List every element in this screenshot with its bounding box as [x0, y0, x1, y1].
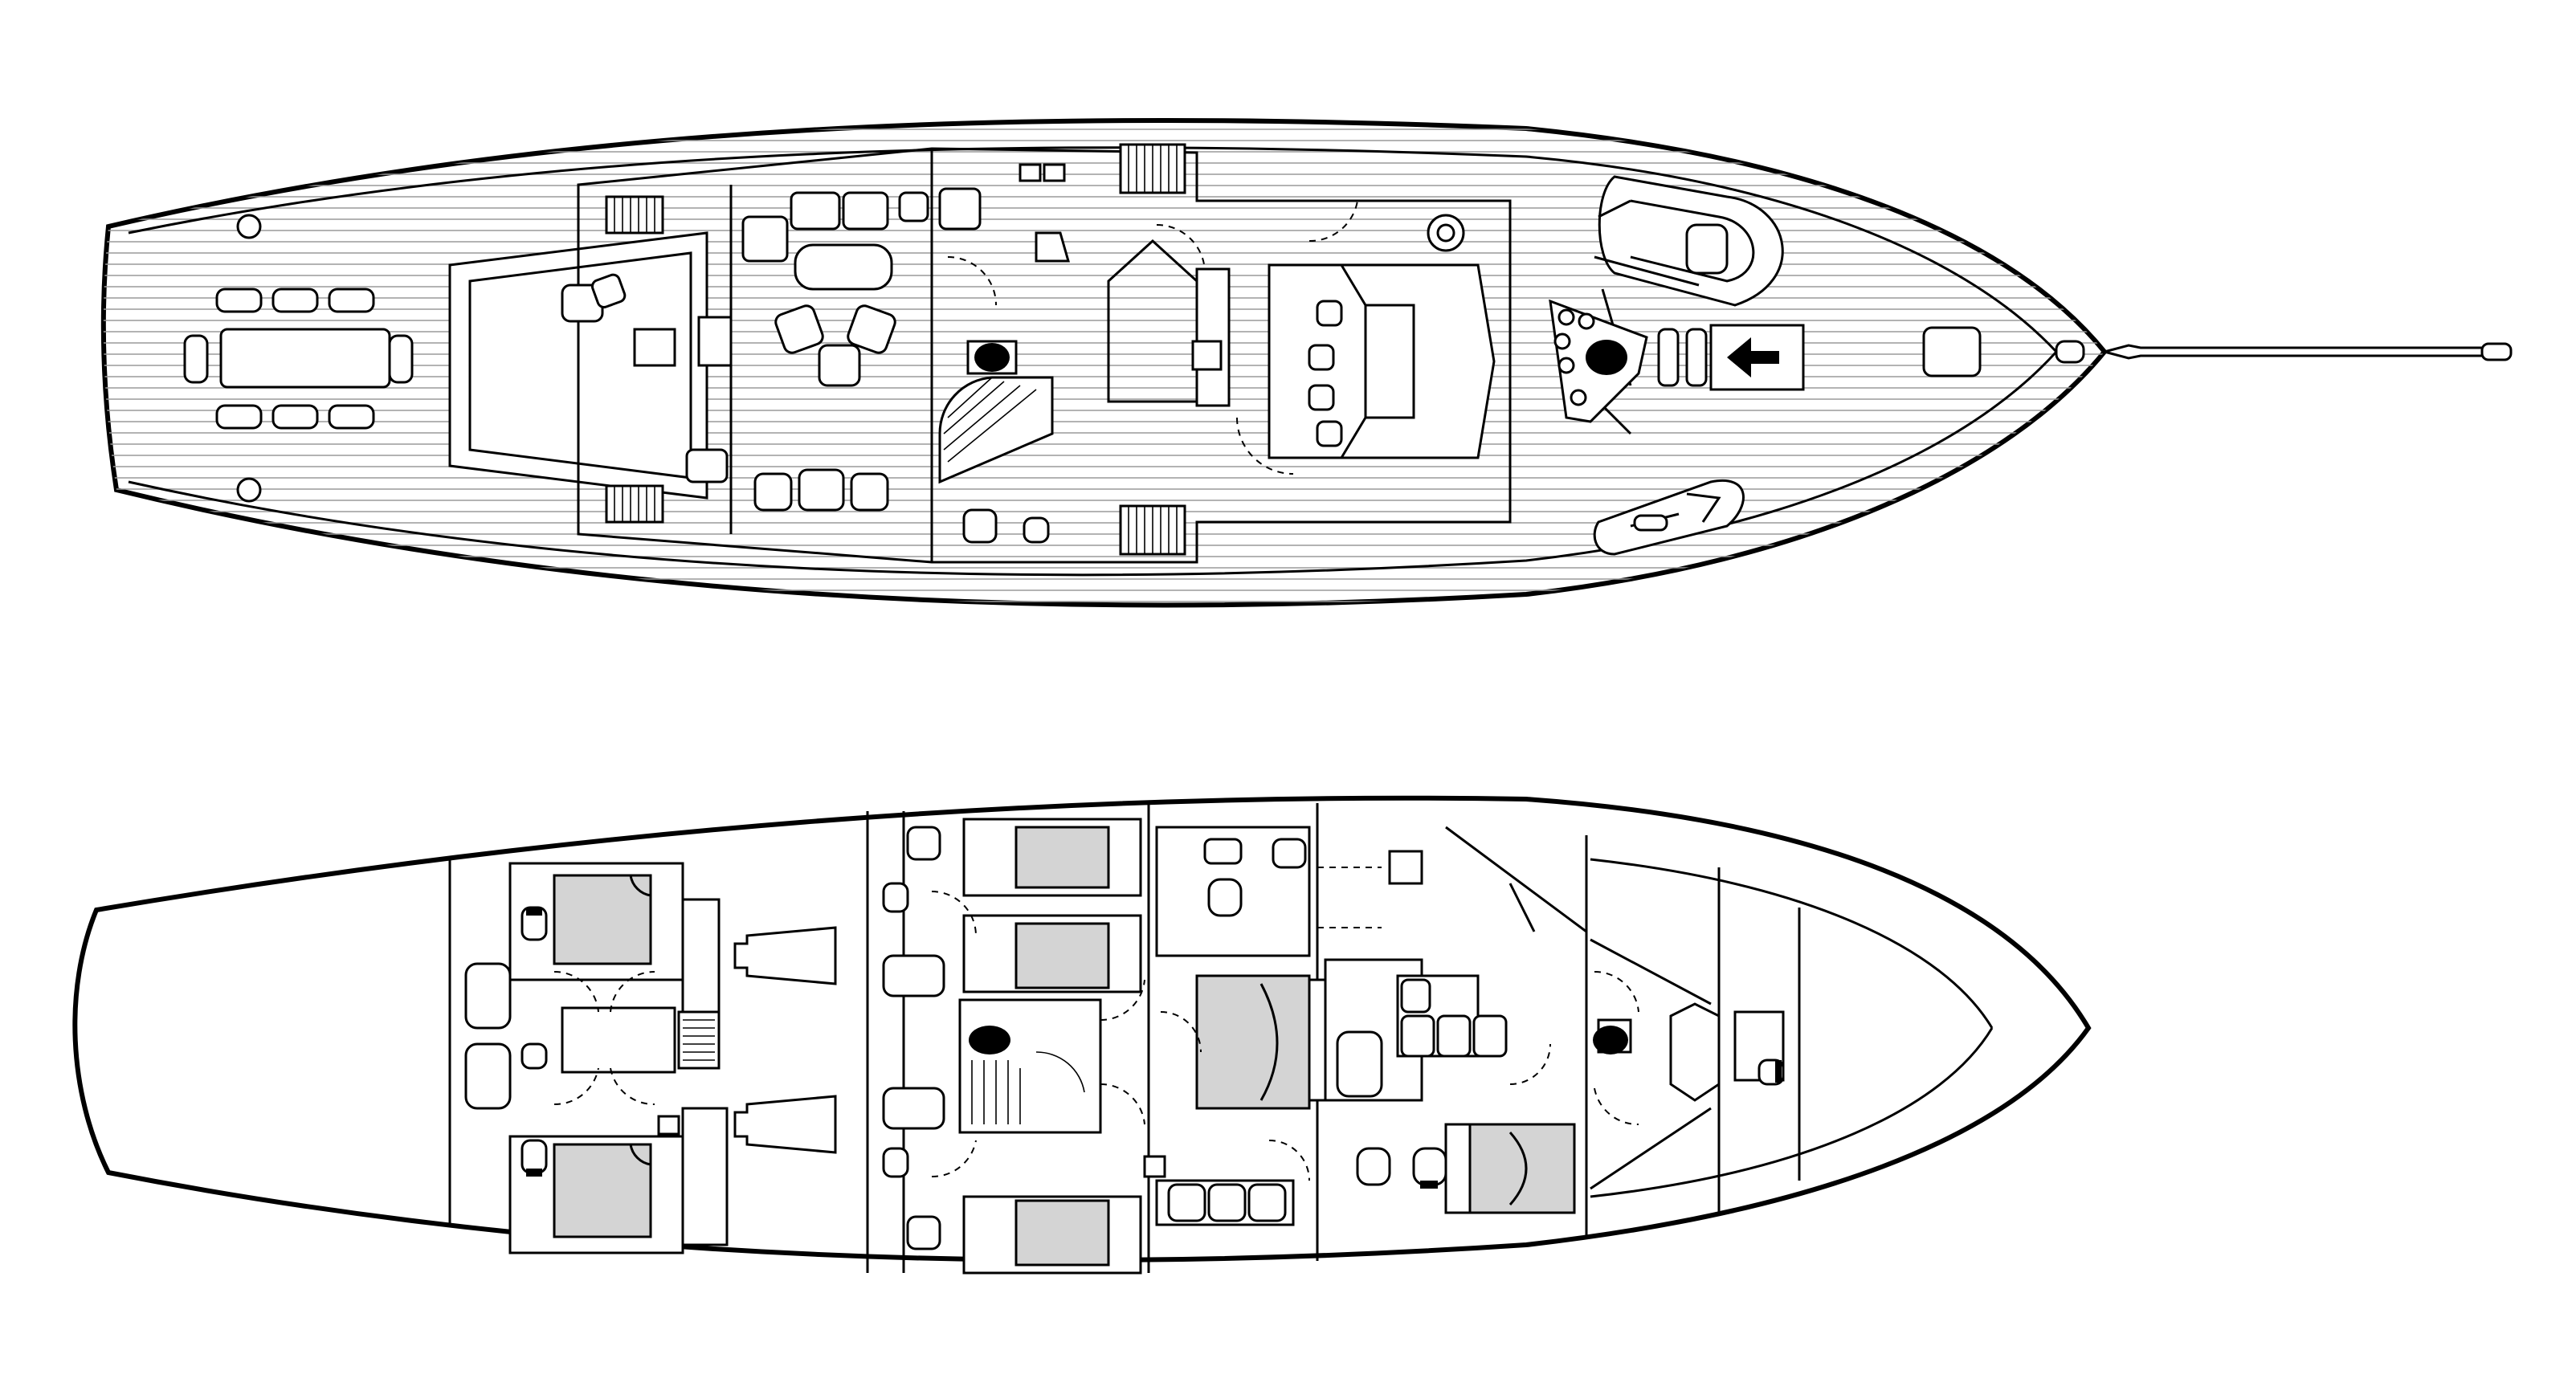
bowsprit — [2104, 342, 2513, 361]
main-deck-plan — [100, 117, 2513, 608]
lower-deck-plan — [72, 795, 2092, 1275]
aft-dining-area — [183, 214, 414, 503]
mid-guest-cabins — [882, 818, 1145, 1275]
foremast-base — [1549, 288, 1648, 435]
master-suite — [1143, 826, 1327, 1226]
aft-guest-cabins — [464, 862, 729, 1254]
tender-dinghy — [1594, 175, 1784, 307]
forward-deckhouse — [1107, 214, 1496, 459]
saloon-furniture — [561, 191, 929, 512]
foredeck-equipment — [1657, 324, 2085, 391]
galley-core — [938, 163, 1358, 544]
engine-room — [733, 926, 837, 1154]
deckhouse — [448, 143, 1512, 564]
forward-crew-area — [1317, 850, 1785, 1214]
jet-ski — [1593, 479, 1745, 556]
